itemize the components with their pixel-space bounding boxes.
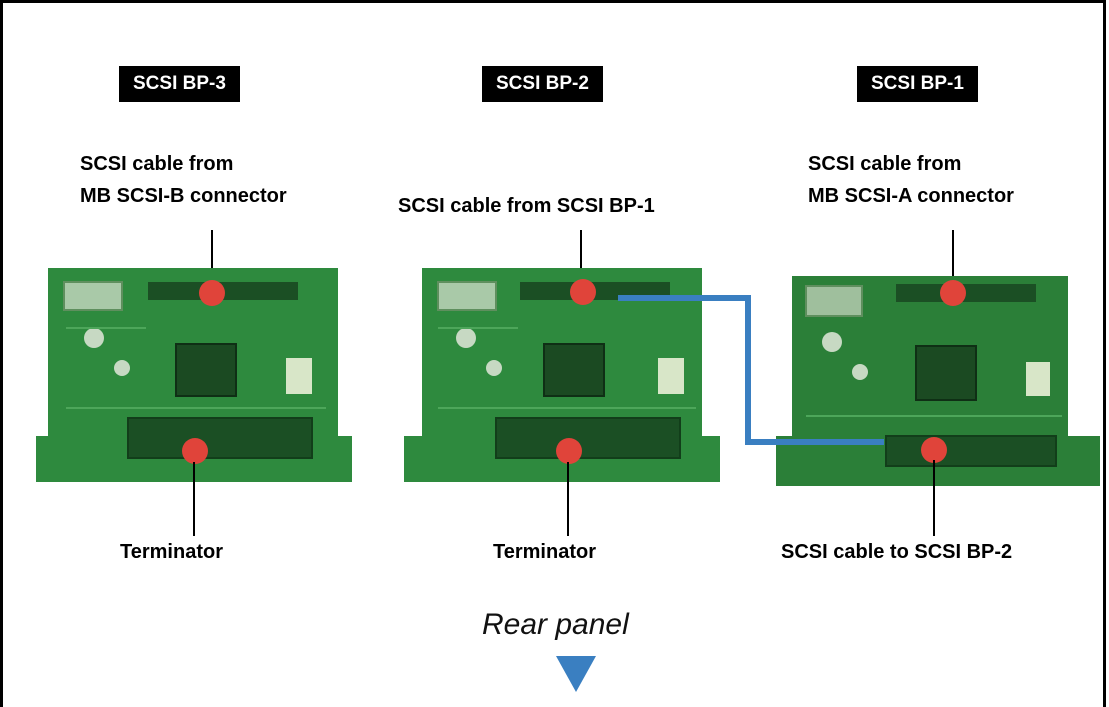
leader-bp2-bottom [567,462,569,536]
label-bp1-top-line1: SCSI cable from [808,153,962,175]
label-bp1-bottom: SCSI cable to SCSI BP-2 [781,541,1013,563]
marker-bp1-top [940,280,966,306]
leader-bp3-bottom [193,462,195,536]
badge-scsi-bp-2: SCSI BP-2 [482,66,603,102]
label-bp1-top-line2: MB SCSI-A connector [808,185,1014,207]
label-bp3-bottom: Terminator [120,541,223,563]
marker-bp3-bottom [182,438,208,464]
label-bp2-bottom: Terminator [493,541,596,563]
marker-bp2-bottom [556,438,582,464]
label-bp3-top-line1: SCSI cable from [80,153,234,175]
label-bp3-top-line2: MB SCSI-B connector [80,185,287,207]
pcb-board-bp3 [36,268,352,482]
marker-bp1-bottom [921,437,947,463]
leader-bp1-top [952,230,954,286]
rear-panel-arrow-icon [556,656,596,692]
marker-bp3-top [199,280,225,306]
pcb-board-bp1 [776,276,1100,486]
leader-bp2-top [580,230,582,286]
badge-scsi-bp-1: SCSI BP-1 [857,66,978,102]
leader-bp1-bottom [933,460,935,536]
label-bp1-top: SCSI cable from MB SCSI-A connector [808,148,1014,212]
leader-bp3-top [211,230,213,286]
rear-panel-label: Rear panel [482,608,629,641]
label-bp3-top: SCSI cable from MB SCSI-B connector [80,148,287,212]
badge-scsi-bp-3: SCSI BP-3 [119,66,240,102]
label-bp2-top: SCSI cable from SCSI BP-1 [398,195,655,217]
marker-bp2-top [570,279,596,305]
